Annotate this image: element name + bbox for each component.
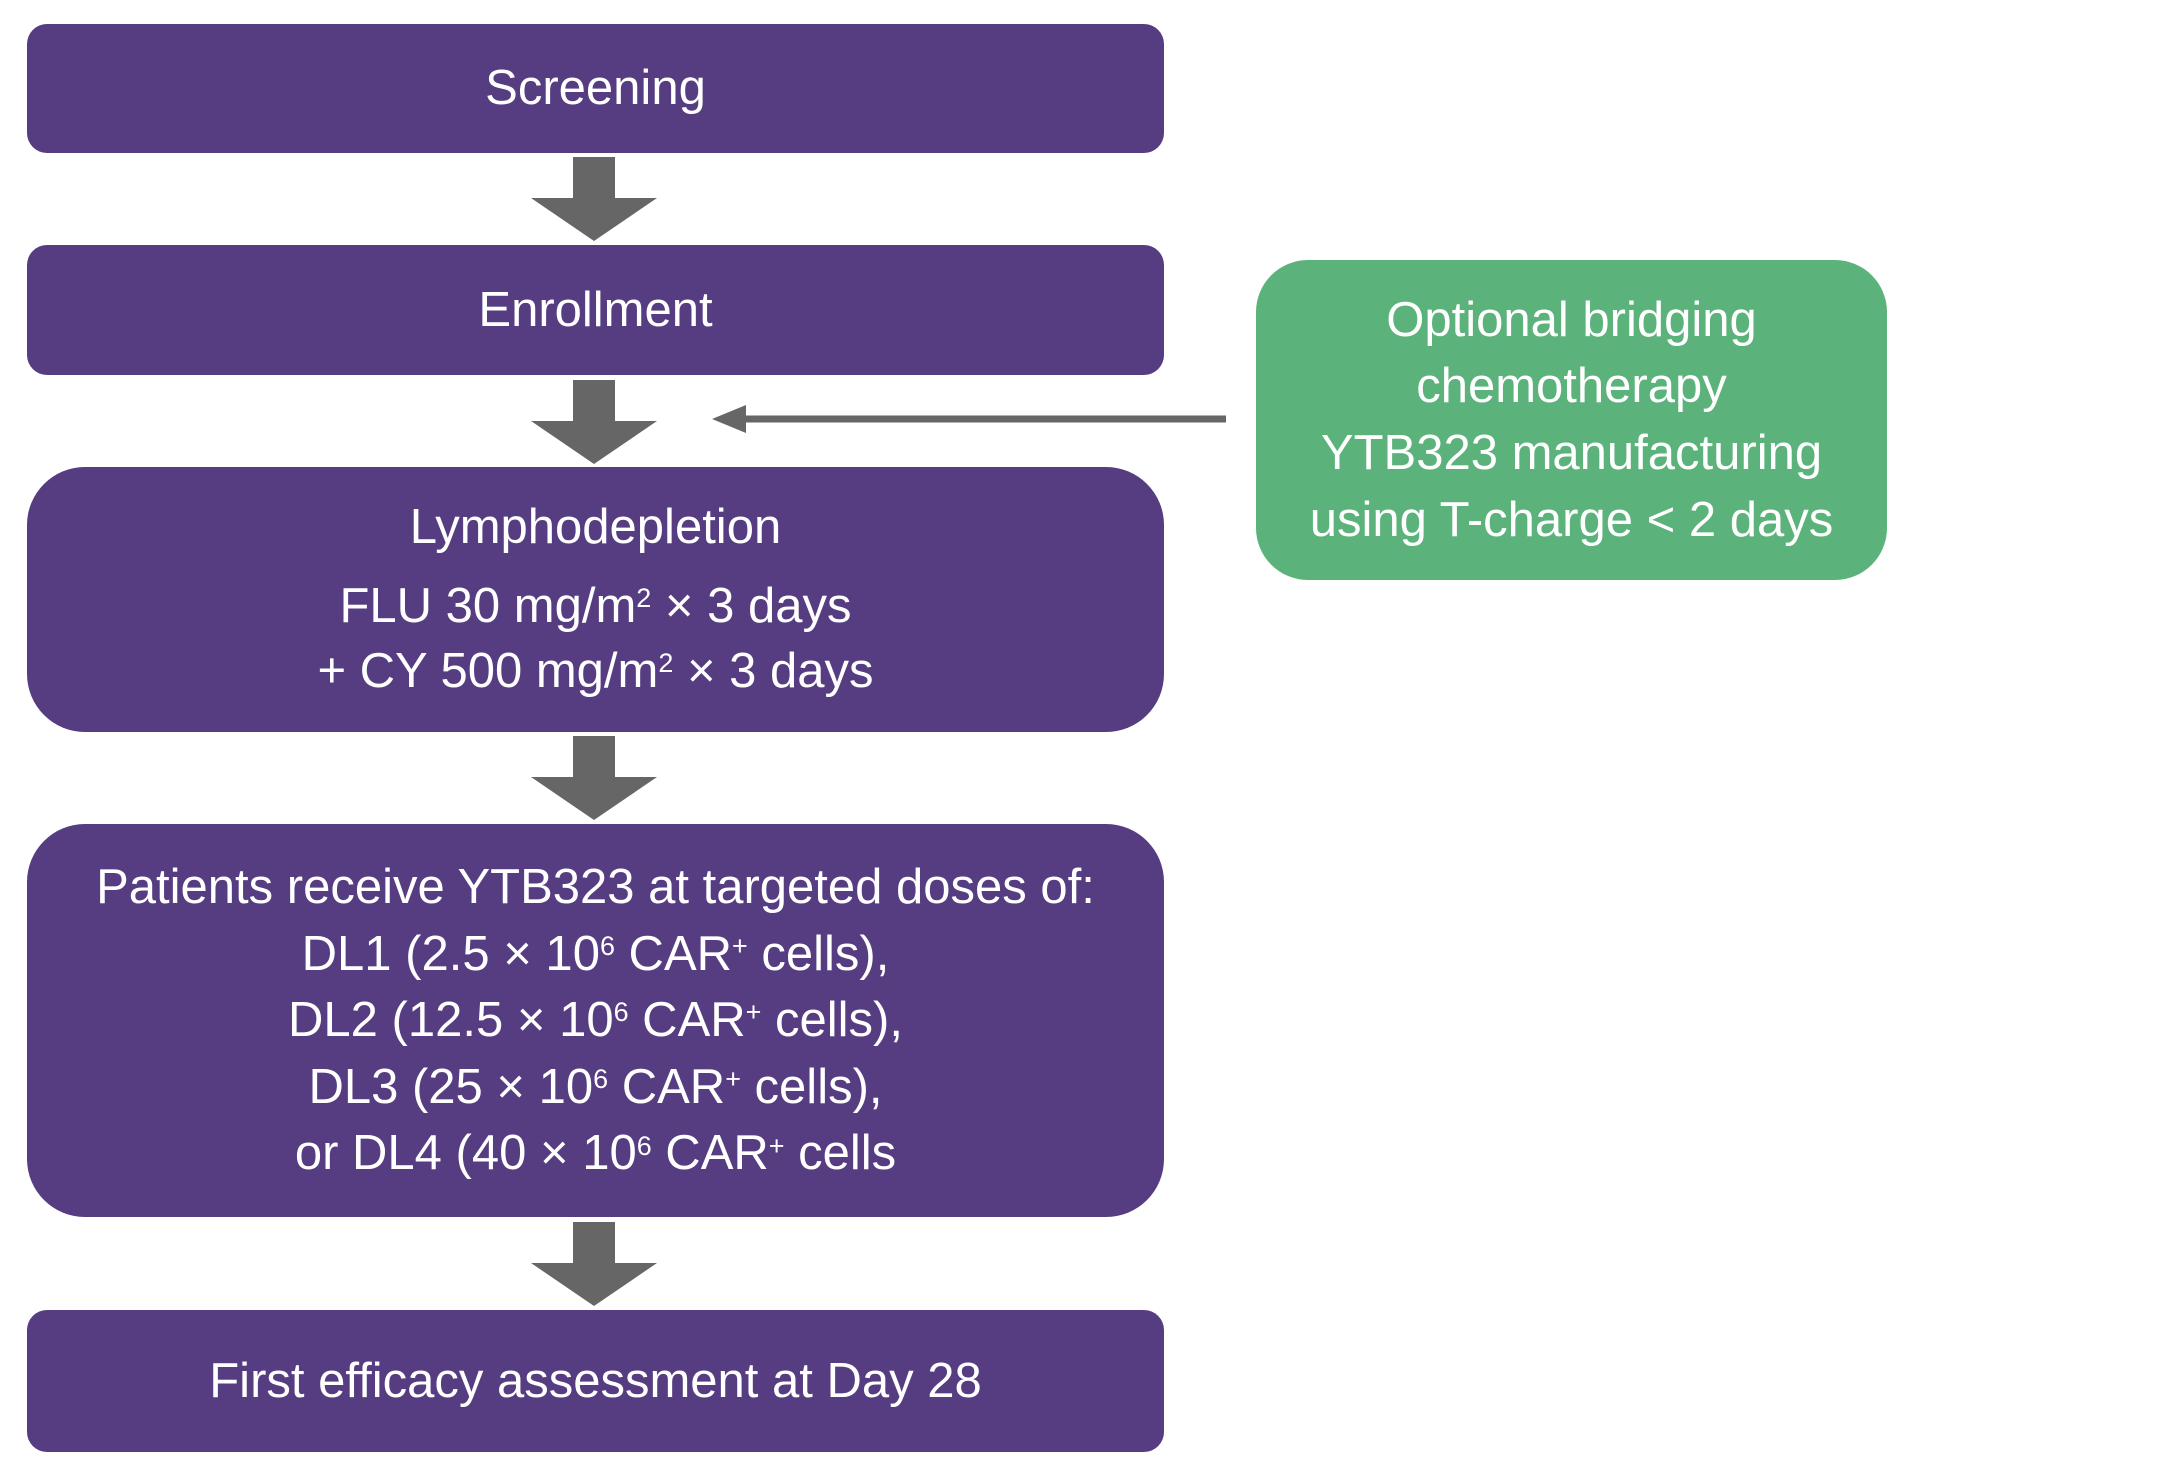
down-arrow-3	[531, 736, 657, 820]
doses-intro: Patients receive YTB323 at targeted dose…	[96, 859, 1095, 914]
bridging-line-4: using T-charge < 2 days	[1309, 492, 1834, 547]
cy-regimen: + CY 500 mg/m2 × 3 days	[317, 643, 874, 698]
bridging-connector-arrow	[712, 405, 1226, 433]
assessment-label: First efficacy assessment at Day 28	[209, 1353, 982, 1408]
down-arrow-1	[531, 157, 657, 241]
cy-superscript: 2	[658, 648, 674, 679]
dose-level-3: DL3 (25 × 106 CAR+ cells),	[308, 1059, 883, 1114]
assessment-box: First efficacy assessment at Day 28	[27, 1310, 1164, 1452]
lymphodepletion-box: Lymphodepletion FLU 30 mg/m2 × 3 days + …	[27, 467, 1164, 732]
flu-superscript: 2	[636, 583, 652, 614]
screening-label: Screening	[485, 61, 706, 116]
dose-level-1: DL1 (2.5 × 106 CAR+ cells),	[301, 926, 890, 981]
down-arrow-2	[531, 380, 657, 464]
doses-box: Patients receive YTB323 at targeted dose…	[27, 824, 1164, 1217]
flu-regimen: FLU 30 mg/m2 × 3 days	[339, 579, 852, 634]
down-arrow-4	[531, 1222, 657, 1306]
lymphodepletion-title: Lymphodepletion	[409, 500, 782, 555]
enrollment-box: Enrollment	[27, 245, 1164, 375]
bridging-line-2: chemotherapy	[1416, 359, 1727, 414]
bridging-box: Optional bridging chemotherapy YTB323 ma…	[1256, 260, 1887, 580]
screening-box: Screening	[27, 24, 1164, 153]
dose-level-4: or DL4 (40 × 106 CAR+ cells	[294, 1126, 897, 1181]
bridging-line-3: YTB323 manufacturing	[1320, 426, 1823, 480]
enrollment-label: Enrollment	[478, 282, 713, 337]
bridging-line-1: Optional bridging	[1386, 292, 1757, 347]
dose-level-2: DL2 (12.5 × 106 CAR+ cells),	[288, 993, 903, 1048]
